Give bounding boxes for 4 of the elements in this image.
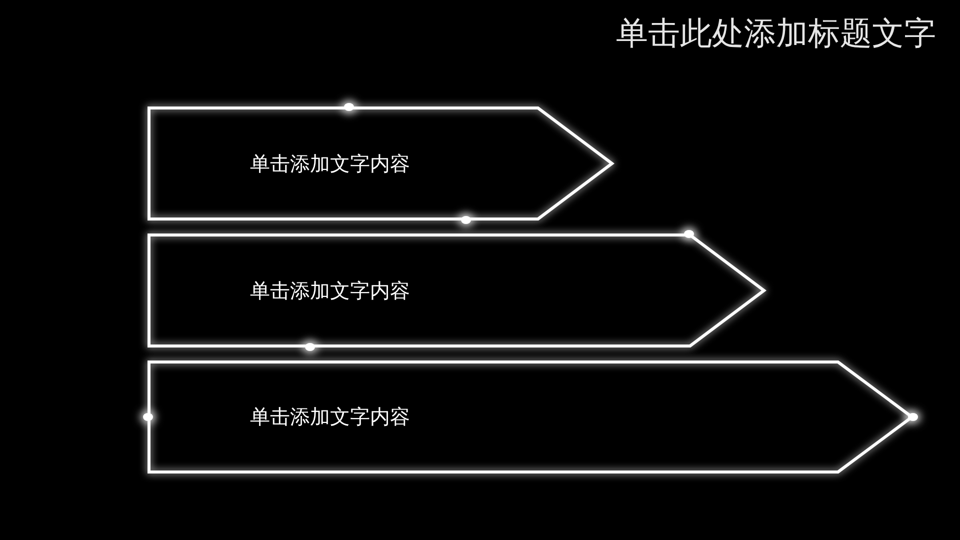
box-text: 单击添加文字内容: [250, 150, 410, 177]
box-text: 单击添加文字内容: [250, 277, 410, 304]
slide-title: 单击此处添加标题文字: [616, 13, 936, 54]
box-text: 单击添加文字内容: [250, 404, 410, 430]
